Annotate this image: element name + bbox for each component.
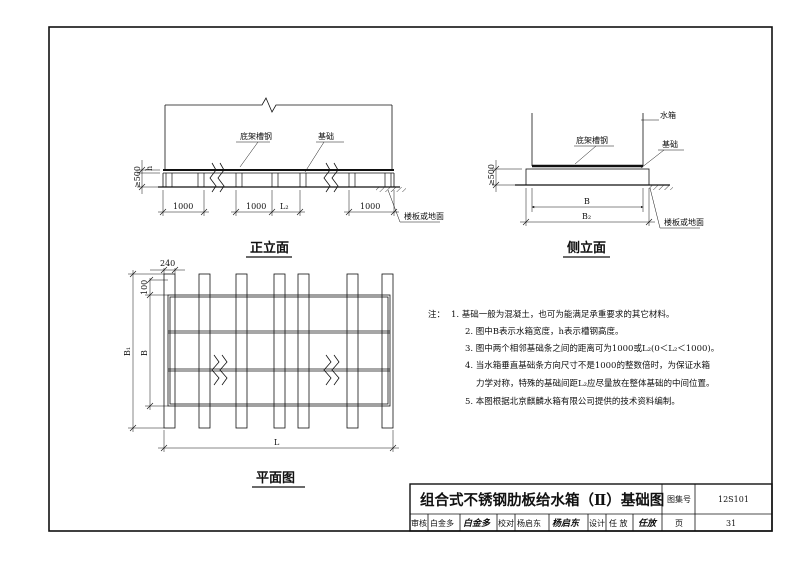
front-min-dim: ≥500 [133,166,142,188]
note-item: 力学对称，特殊的基础间距L₂应尽量放在整体基础的中间位置。 [476,378,715,389]
check-label: 校对 [498,518,514,528]
front-dim-left: 1000 [173,202,193,211]
plan-dim-l: L [274,438,280,447]
side-tank-label: 水箱 [660,110,676,120]
plan-view [128,266,399,452]
review-signature: 白金多 [463,518,491,529]
plan-view-title: 平面图 [256,471,295,486]
page-number: 31 [726,519,736,528]
note-item: 1. 基础一般为混凝土，也可为能满足承重要求的其它材料。 [451,309,674,320]
front-h-dim: h [145,166,154,171]
design-signature: 任放 [638,518,658,529]
plan-dim-240: 240 [160,259,175,268]
side-floor-label: 楼板或地面 [664,217,704,227]
review-label: 审核 [411,518,427,528]
design-label: 设计 [589,518,605,528]
note-item: 3. 图中两个相邻基础条之间的距离可为1000或L₂(0＜L₂＜1000)。 [465,343,719,354]
atlas-number: 12S101 [718,495,749,504]
side-min-dim: ≥500 [487,164,496,186]
atlas-label: 图集号 [667,494,691,504]
front-channel-label: 底架槽钢 [240,131,272,141]
front-dim-mid: 1000 [246,202,266,211]
notes: 注： 1. 基础一般为混凝土，也可为能满足承重要求的其它材料。 2. 图中B表示… [428,309,719,407]
front-dim-right: 1000 [360,202,380,211]
side-foundation-label: 基础 [662,139,678,149]
title-block [409,483,773,532]
front-view-title: 正立面 [250,240,289,256]
plan-view-text: 240 100 B₁ B L 平面图 [123,259,295,486]
front-elevation-text: 底架槽钢 基础 楼板或地面 h ≥500 1000 1000 L₂ 1000 正… [133,131,444,256]
front-floor-label: 楼板或地面 [404,211,444,221]
title-block-text: 组合式不锈钢肋板给水箱（Ⅱ）基础图 图集号 12S101 审核 白金多 白金多 … [411,491,749,529]
check-name: 杨启东 [517,518,541,528]
plan-dim-b: B [140,350,149,356]
side-dim-b2: B₂ [582,212,591,221]
note-item: 5. 本图根据北京麒麟水箱有限公司提供的技术资料编制。 [465,396,680,407]
note-item: 4. 当水箱垂直基础条方向尺寸不是1000的整数倍时，为保证水箱 [465,360,710,371]
notes-prefix: 注： [428,309,445,320]
front-elevation [137,97,440,223]
side-channel-label: 底架槽钢 [576,135,608,145]
note-item: 2. 图中B表示水箱宽度，h表示槽钢高度。 [465,326,624,337]
plan-dim-b1: B₁ [123,347,132,356]
front-foundation-label: 基础 [318,131,334,141]
front-dim-l2: L₂ [280,202,289,211]
side-elevation [492,113,700,229]
design-name: 任 放 [609,518,628,528]
check-signature: 杨启东 [552,518,581,529]
plan-dim-100: 100 [140,280,149,295]
side-view-title: 侧立面 [567,240,606,256]
review-name: 白金多 [430,518,454,528]
drawing-frame [48,26,773,532]
drawing-title: 组合式不锈钢肋板给水箱（Ⅱ）基础图 [420,491,664,509]
side-dim-b: B [584,197,590,206]
side-elevation-text: 水箱 底架槽钢 基础 楼板或地面 ≥500 B B₂ 侧立面 [487,110,704,256]
page-label: 页 [675,519,683,528]
